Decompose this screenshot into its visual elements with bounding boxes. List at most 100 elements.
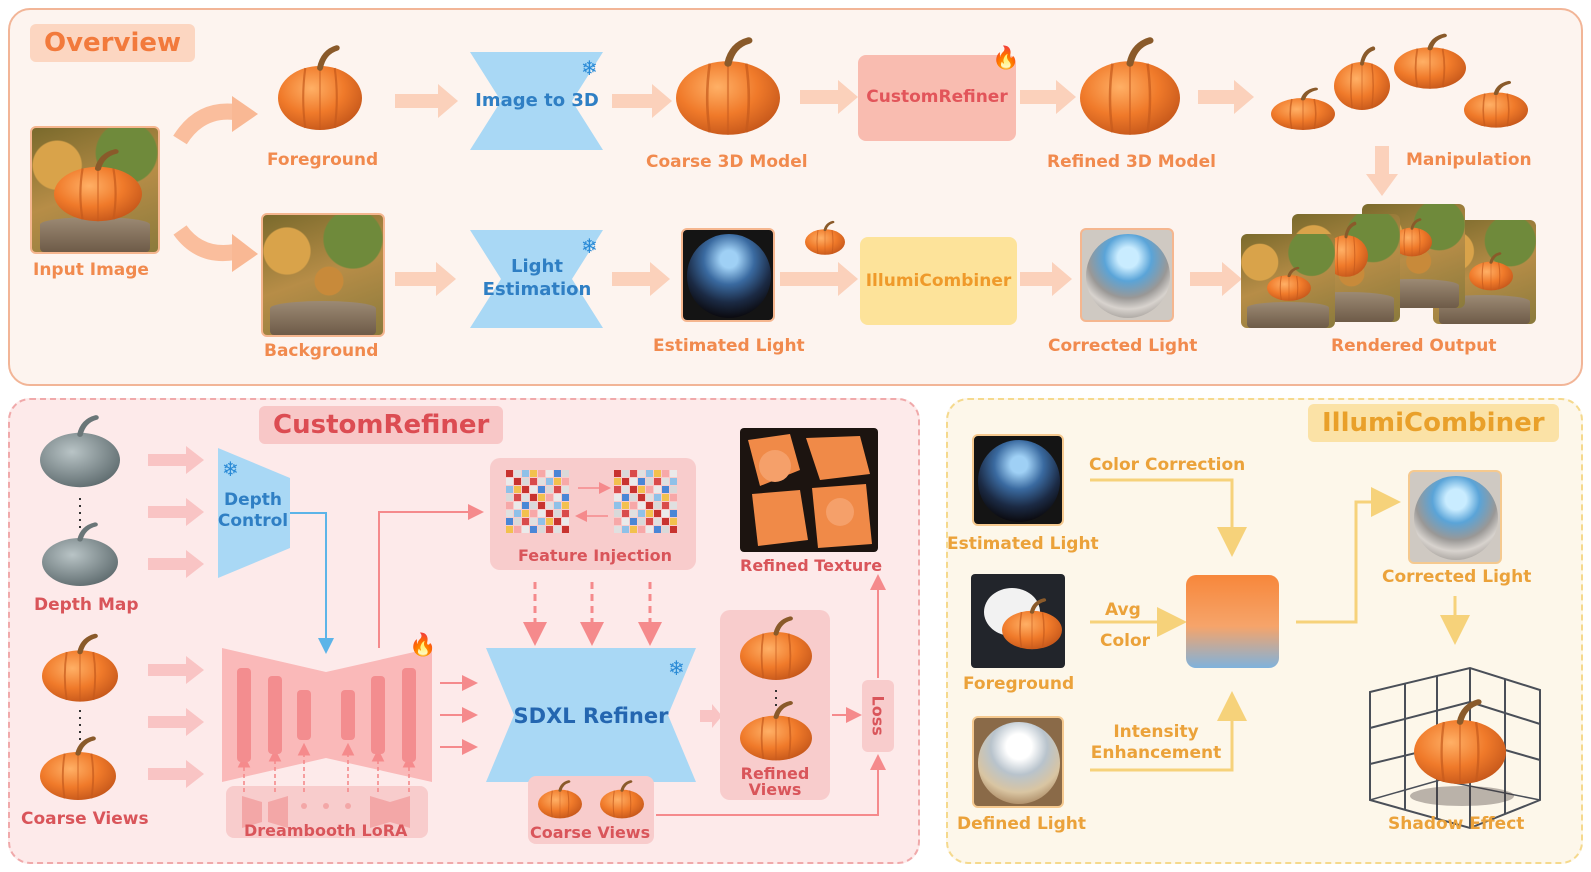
rendered-output-label: Rendered Output xyxy=(1331,336,1497,356)
attention-cell xyxy=(514,494,521,501)
attention-cell xyxy=(630,470,637,477)
attention-cell xyxy=(562,510,569,517)
attention-map-left xyxy=(506,470,569,533)
background-label: Background xyxy=(264,341,379,361)
attention-cell xyxy=(646,486,653,493)
attention-cell xyxy=(670,526,677,533)
attention-cell xyxy=(614,478,621,485)
attention-cell xyxy=(522,478,529,485)
attention-cell xyxy=(654,518,661,525)
refined-texture-label: Refined Texture xyxy=(740,556,883,575)
estimated-light-label: Estimated Light xyxy=(653,336,805,356)
attention-cell xyxy=(654,470,661,477)
attention-cell xyxy=(522,526,529,533)
lora-dashed-arrows xyxy=(237,742,416,792)
attention-cell xyxy=(670,502,677,509)
manipulation-down-arrow xyxy=(1366,146,1398,196)
attention-cell xyxy=(554,470,561,477)
attention-cell xyxy=(614,470,621,477)
attention-cell xyxy=(554,510,561,517)
attention-cell xyxy=(546,510,553,517)
small-pumpkin-icon xyxy=(803,220,847,257)
frozen-snowflake-icon: ❄ xyxy=(222,457,239,481)
texture-patches xyxy=(748,434,872,548)
attention-cell xyxy=(506,470,513,477)
attention-cell xyxy=(646,494,653,501)
attention-cell xyxy=(506,478,513,485)
attention-cell xyxy=(554,486,561,493)
frozen-snowflake-icon: ❄ xyxy=(668,656,685,680)
attention-cell xyxy=(662,470,669,477)
attention-cell xyxy=(538,494,545,501)
trainable-fire-icon: 🔥 xyxy=(409,633,437,658)
sdxl-refiner-label: SDXL Refiner xyxy=(513,704,669,728)
attention-cell xyxy=(662,486,669,493)
image-to-3d-label: Image to 3D xyxy=(475,90,599,111)
attention-cell xyxy=(530,494,537,501)
attention-cell xyxy=(654,502,661,509)
foreground-pumpkin-icon xyxy=(278,48,362,130)
combined-color-block xyxy=(1186,575,1279,668)
shadow-pumpkin-icon xyxy=(1414,702,1506,784)
attention-cell xyxy=(638,526,645,533)
attention-cell xyxy=(530,470,537,477)
color-label: Color xyxy=(1100,631,1151,651)
attention-cell xyxy=(630,494,637,501)
attention-cell xyxy=(638,518,645,525)
attention-cell xyxy=(538,478,545,485)
avg-label: Avg xyxy=(1105,600,1141,620)
attention-cell xyxy=(614,494,621,501)
defined-light-sphere xyxy=(972,716,1064,808)
attention-cell xyxy=(670,518,677,525)
illumi-combiner-box xyxy=(860,237,1017,325)
attention-cell xyxy=(662,494,669,501)
unet-bar xyxy=(297,690,311,740)
attention-cell xyxy=(562,470,569,477)
attention-cell xyxy=(538,502,545,509)
depth-map-top-icon xyxy=(40,418,120,488)
shadow-grid xyxy=(1369,666,1541,830)
illumi-combiner-title: IllumiCombiner xyxy=(1308,404,1559,442)
attention-cell xyxy=(630,518,637,525)
coarse-views-label: Coarse Views xyxy=(21,809,149,829)
refiner-input-arrows xyxy=(148,446,204,788)
estimated-light-sphere xyxy=(681,228,775,322)
illumi-corrected-light-sphere xyxy=(1408,470,1502,564)
attention-cell xyxy=(562,486,569,493)
attention-cell xyxy=(546,486,553,493)
attention-cell xyxy=(530,510,537,517)
coarse-views-bottom-label: Coarse Views xyxy=(530,823,651,842)
attention-cell xyxy=(614,518,621,525)
attention-cell xyxy=(514,470,521,477)
attention-cell xyxy=(654,526,661,533)
frozen-snowflake-icon: ❄ xyxy=(581,234,598,258)
custom-refiner-box xyxy=(858,55,1016,141)
refined-model-pumpkin-icon xyxy=(1080,41,1180,135)
attention-cell xyxy=(538,470,545,477)
attention-cell xyxy=(554,518,561,525)
split-arrow-up-head xyxy=(232,96,258,132)
attention-cell xyxy=(506,510,513,517)
attention-cell xyxy=(530,526,537,533)
unet-to-sdxl-arrows xyxy=(440,675,478,755)
attention-cell xyxy=(614,510,621,517)
loss-box xyxy=(862,680,894,752)
attention-cell xyxy=(522,494,529,501)
split-arrow-down-head xyxy=(232,234,258,272)
light-estimation-block xyxy=(470,230,603,328)
defined-light-label: Defined Light xyxy=(957,814,1087,834)
attention-cell xyxy=(530,518,537,525)
image-to-3d-block xyxy=(470,52,603,150)
overview-top-arrows xyxy=(395,80,1254,118)
attention-cell xyxy=(654,510,661,517)
attention-cell xyxy=(554,502,561,509)
attention-cell xyxy=(622,478,629,485)
attention-cell xyxy=(646,502,653,509)
attention-cell xyxy=(638,510,645,517)
attention-cell xyxy=(662,518,669,525)
coarse-view-bottom-icon xyxy=(40,739,116,801)
depth-map-label: Depth Map xyxy=(34,595,139,615)
attention-cell xyxy=(654,494,661,501)
coarse-view-top-icon xyxy=(42,636,118,702)
overview-title: Overview xyxy=(30,24,196,62)
